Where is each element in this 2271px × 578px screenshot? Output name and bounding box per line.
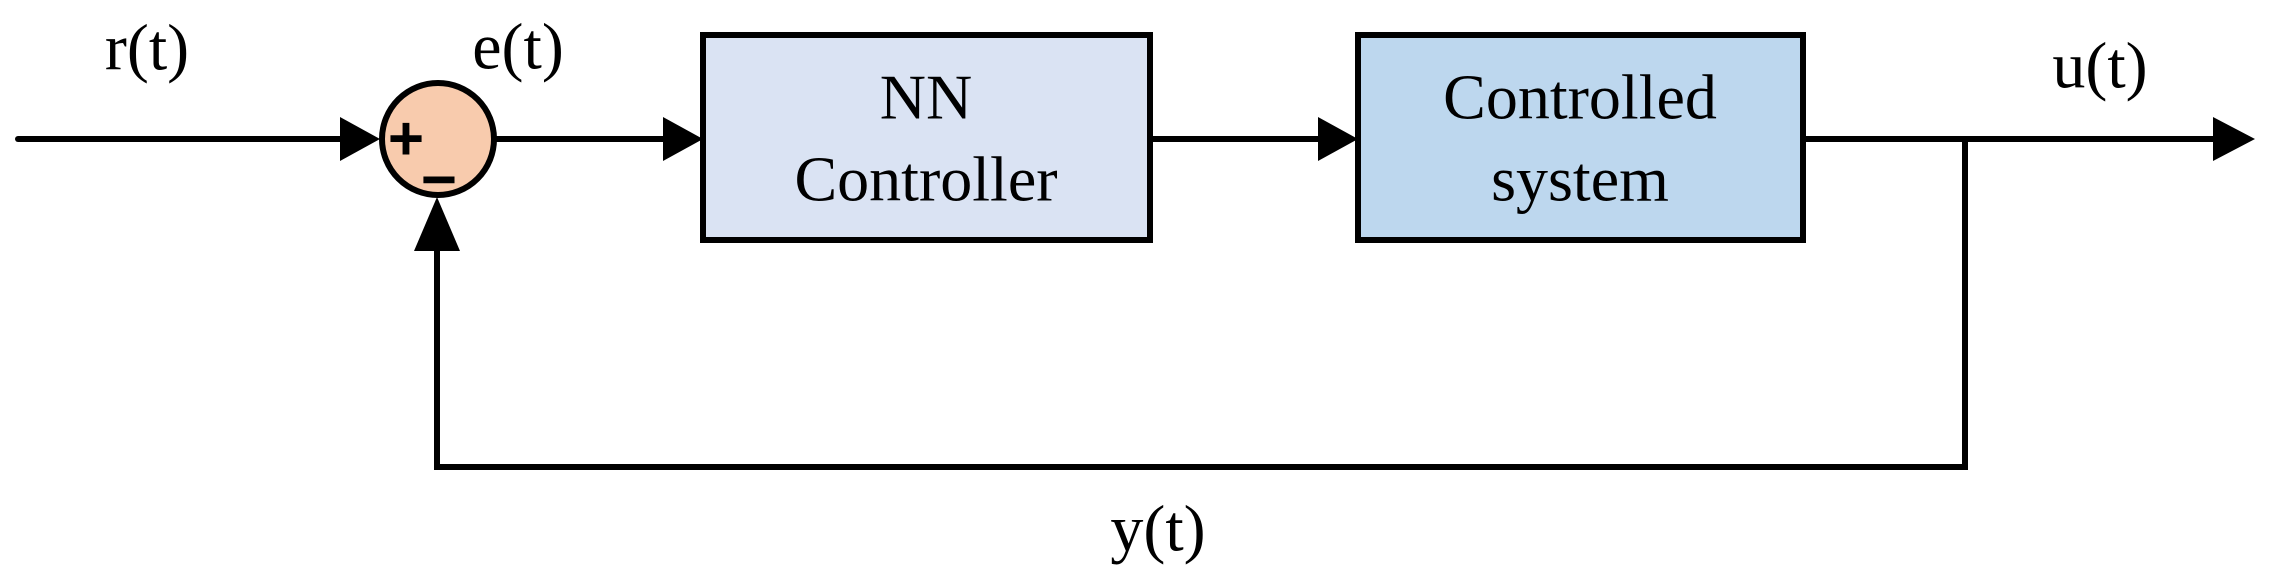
controlled-system-label-line2: system bbox=[1491, 144, 1669, 215]
reference-arrowhead-icon bbox=[340, 117, 380, 161]
error-arrowhead-icon bbox=[663, 117, 703, 161]
error-signal-label: e(t) bbox=[472, 11, 564, 84]
output-arrowhead-icon bbox=[2213, 117, 2255, 161]
nn-controller-label-line2: Controller bbox=[794, 144, 1057, 215]
nn-controller-label-line1: NN bbox=[880, 62, 972, 133]
plus-sign: + bbox=[388, 105, 424, 174]
feedback-signal-label: y(t) bbox=[1110, 493, 1205, 566]
reference-signal-label: r(t) bbox=[105, 12, 189, 85]
summing-junction bbox=[379, 80, 497, 198]
control-signal-label: u(t) bbox=[2052, 30, 2147, 103]
feedback-arrowhead-icon bbox=[414, 197, 460, 251]
controlled-system-label-line1: Controlled bbox=[1443, 62, 1717, 133]
feedback-path bbox=[434, 141, 1968, 470]
controlled-system-block bbox=[1355, 32, 1806, 243]
nn-controller-block bbox=[700, 32, 1153, 243]
plant-arrowhead-icon bbox=[1318, 117, 1358, 161]
